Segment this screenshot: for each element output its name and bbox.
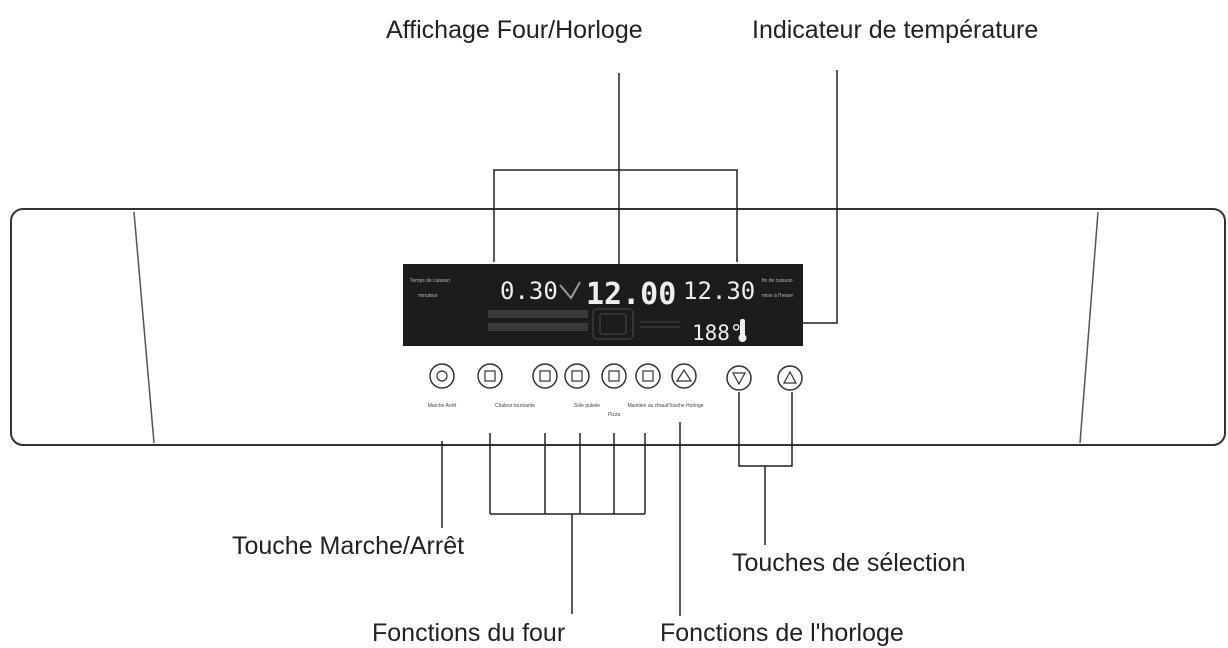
thermometer-icon [740, 319, 745, 336]
chevron-up-icon [782, 370, 798, 384]
clock-key-icon [675, 368, 693, 382]
power-key[interactable] [429, 363, 455, 389]
callout-oven-functions: Fonctions du four [372, 619, 566, 647]
keep-warm-icon [642, 370, 654, 382]
callout-power-key: Touche Marche/Arrêt [232, 532, 465, 560]
panel-left-bevel [133, 211, 155, 444]
grill-key[interactable] [532, 363, 558, 389]
oven-display [403, 264, 803, 346]
display-left-label-bottom: minuteur [418, 293, 438, 299]
callout-selection-keys: Touches de sélection [732, 549, 966, 577]
bottom-heat-key[interactable] [564, 363, 590, 389]
display-right-label-top: fin de cuisson [762, 278, 793, 284]
panel-right-bevel [1079, 211, 1099, 444]
clock-key-label: Touche Horloge [668, 403, 703, 409]
convection-key-label: Chaleur tournante [495, 403, 535, 409]
grill-icon [539, 370, 551, 382]
keep-warm-key[interactable] [635, 363, 661, 389]
keep-warm-key-label: Maintien au chaud [628, 403, 669, 409]
lcd-segment-bar [488, 310, 588, 331]
thermometer-bulb [738, 334, 747, 342]
display-bracket-line [493, 169, 738, 262]
temperature-readout: 188° [692, 321, 743, 345]
clock-readout: 12.00 [586, 277, 676, 312]
display-left-label-top: Temps de cuisson [410, 278, 450, 284]
convection-icon [484, 370, 496, 382]
pizza-key-label: Pizza [608, 412, 620, 418]
clock-key[interactable] [671, 363, 697, 389]
timer-readout: 0.30 [500, 277, 558, 305]
bottom-heat-key-label: Sole pulsée [574, 403, 600, 409]
power-key-label: Marche Arrêt [428, 403, 457, 409]
convection-key[interactable] [477, 363, 503, 389]
pizza-icon [608, 370, 620, 382]
fan-icon [559, 281, 581, 300]
callout-temperature-indicator: Indicateur de température [752, 16, 1039, 44]
up-key[interactable] [777, 365, 803, 391]
callout-clock-functions: Fonctions de l'horloge [660, 619, 904, 647]
bottom-heat-icon [571, 370, 583, 382]
keypad [429, 363, 803, 391]
end-time-readout: 12.30 [683, 277, 755, 305]
lcd-function-symbols [592, 308, 680, 340]
pizza-key[interactable] [601, 363, 627, 389]
temperature-callout-line [752, 70, 838, 324]
leader-lines [441, 70, 838, 616]
power-icon [436, 370, 448, 382]
callout-oven-clock-display: Affichage Four/Horloge [386, 16, 643, 44]
chevron-down-icon [731, 372, 747, 386]
down-key[interactable] [726, 365, 752, 391]
display-right-label-bottom: mise à l'heure [762, 293, 793, 299]
